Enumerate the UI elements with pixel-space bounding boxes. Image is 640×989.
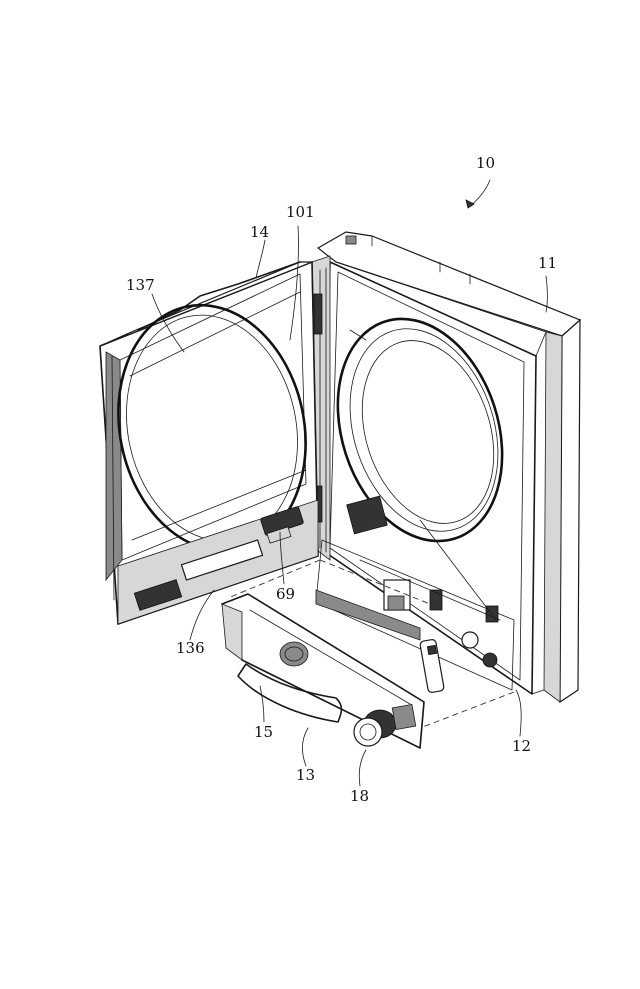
label-69: 69 bbox=[276, 587, 295, 602]
cabinet-body bbox=[318, 232, 580, 702]
label-11: 11 bbox=[538, 256, 557, 271]
label-18: 18 bbox=[350, 789, 369, 804]
label-14: 14 bbox=[250, 225, 269, 240]
label-12: 12 bbox=[512, 739, 531, 754]
label-137: 137 bbox=[126, 278, 155, 293]
label-136: 136 bbox=[176, 641, 205, 656]
label-15: 15 bbox=[254, 725, 273, 740]
label-101: 101 bbox=[286, 205, 315, 220]
label-10: 10 bbox=[476, 156, 495, 171]
assembly-line-right bbox=[420, 692, 514, 728]
front-panel bbox=[222, 594, 424, 748]
label-13: 13 bbox=[296, 768, 315, 783]
